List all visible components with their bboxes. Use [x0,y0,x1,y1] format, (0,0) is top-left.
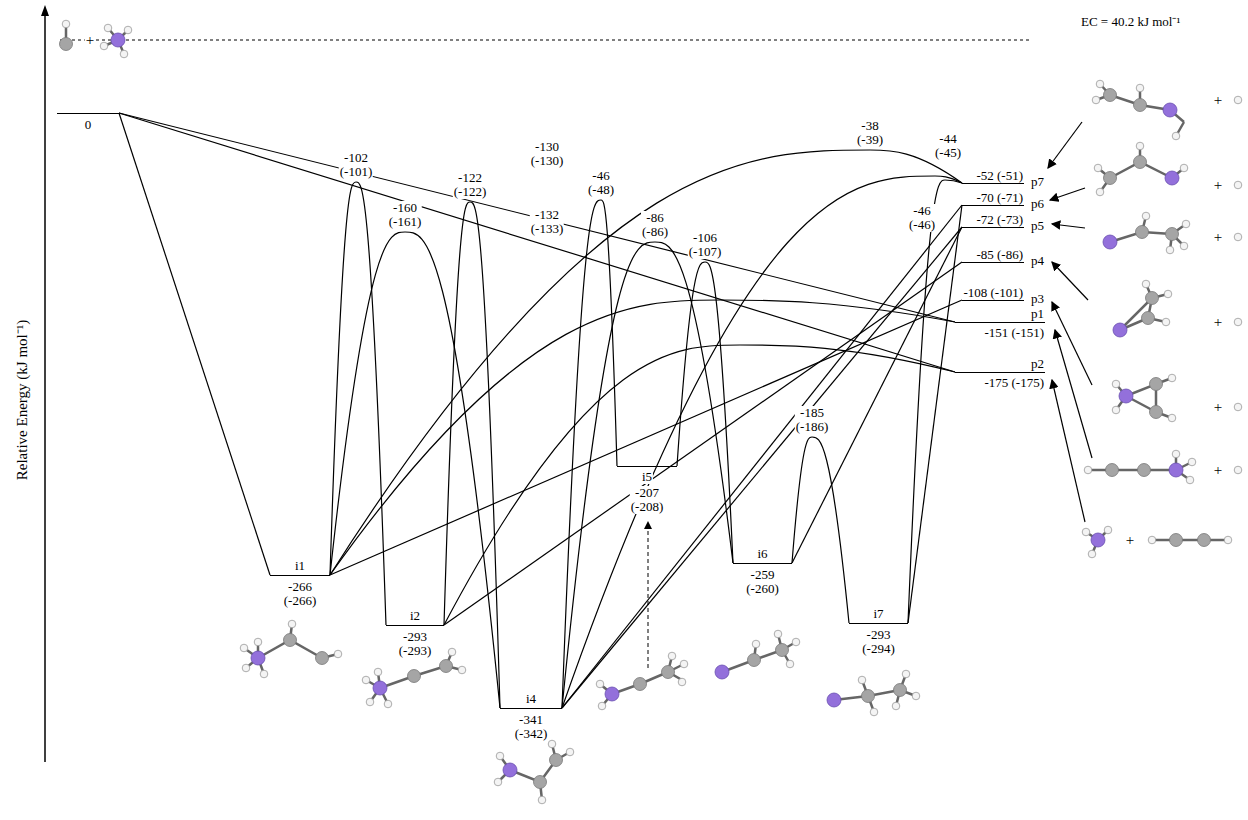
species-name: p1 [1030,307,1045,321]
reaction-path [908,205,962,623]
energy-value: -341 (-342) [514,713,548,741]
reaction-path [330,182,386,625]
axis-title: Relative Energy (kJ mol⁻¹) [15,319,29,481]
barrier-energy: -106 (-107) [688,231,722,259]
energy-level: -52 (-51)p7 [962,183,1024,184]
energy-level: -151 (-151)p1 [955,322,1045,323]
barrier-energy: -130 (-130) [530,140,564,168]
reaction-path [562,205,962,708]
plus-sign: + [1213,230,1223,244]
species-name: i5 [641,470,653,484]
energy-value: -175 (-175) [983,376,1045,390]
barrier-energy: -185 (-186) [795,406,829,434]
reaction-path [119,113,955,372]
energy-value: -151 (-151) [983,326,1045,340]
species-name: i4 [525,692,537,706]
plus-sign: + [1213,93,1223,107]
energy-level: i7-293 (-294) [849,623,908,624]
reaction-path [792,227,962,563]
energy-level: i6-259 (-260) [733,563,792,564]
energy-level: i4-341 (-342) [500,708,562,709]
product-arrows [1048,122,1092,522]
barrier-energy: -132 (-133) [530,208,564,236]
axis [41,5,1030,762]
species-name: i2 [409,609,421,623]
energy-value: -52 (-51) [975,169,1024,183]
energy-level: -175 (-175)p2 [955,372,1045,373]
barrier-energy: -160 (-161) [388,201,422,229]
species-name: p4 [1030,254,1045,268]
energy-level: i1-266 (-266) [270,575,330,576]
species-name: p6 [1030,197,1045,211]
barrier-energy: -122 (-122) [453,171,487,199]
molecules [60,20,1242,804]
plus-sign: + [1213,463,1223,477]
energy-level: -85 (-86)p4 [962,262,1024,263]
reaction-path [562,176,962,708]
energy-value: -207 (-208) [630,486,664,514]
energy-note: EC = 40.2 kJ mol⁻¹ [1080,15,1181,29]
reaction-path [792,437,849,623]
species-name: p5 [1030,219,1045,233]
species-name: p3 [1030,292,1045,306]
energy-value: -259 (-260) [745,568,779,596]
energy-level: i5-207 (-208) [617,466,677,467]
energy-value: -72 (-73) [975,213,1024,227]
plus-sign: + [1125,533,1135,547]
plus-sign: + [1213,315,1223,329]
barrier-energy: -46 (-48) [587,169,615,197]
species-name: p2 [1030,357,1045,371]
barrier-energy: -86 (-86) [641,211,669,239]
species-name: p7 [1030,175,1045,189]
species-name: i7 [872,607,884,621]
reaction-path [444,262,962,625]
barrier-energy: -102 (-101) [339,151,373,179]
barrier-energy: -44 (-45) [934,132,962,160]
species-name: i1 [294,559,306,573]
energy-value: -70 (-71) [975,191,1024,205]
energy-level: 0 [57,113,119,114]
reaction-path [119,113,955,322]
reaction-path [677,262,733,563]
reaction-path [330,300,962,575]
barrier-energy: -38 (-39) [856,119,884,147]
reaction-path [330,150,962,575]
plus-sign: + [85,33,95,47]
barrier-energy: -46 (-46) [908,204,936,232]
energy-value: -293 (-294) [861,628,895,656]
energy-level: -70 (-71)p6 [962,205,1024,206]
plus-sign: + [1213,400,1223,414]
reaction-path [119,113,270,575]
pointer-line [648,522,649,668]
reaction-path [562,227,962,708]
energy-level: i2-293 (-293) [386,625,444,626]
energy-value: -266 (-266) [283,580,317,608]
energy-level: -108 (-101)p3 [962,300,1024,301]
energy-level: -72 (-73)p5 [962,227,1024,228]
energy-value: -293 (-293) [398,630,432,658]
reaction-path [330,232,500,708]
energy-value: -108 (-101) [962,286,1024,300]
plus-sign: + [1213,178,1223,192]
species-name: i6 [756,547,768,561]
energy-value: 0 [84,118,93,132]
reaction-path [908,180,962,623]
reaction-path [444,202,500,708]
reaction-path [444,345,955,625]
energy-value: -85 (-86) [975,248,1024,262]
